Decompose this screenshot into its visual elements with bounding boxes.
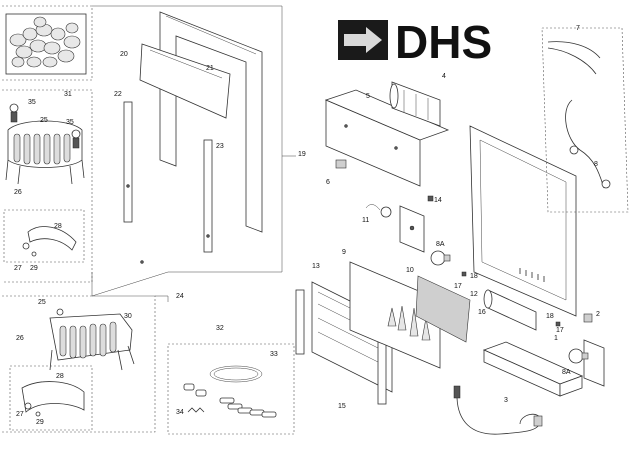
label-12: 12 — [470, 291, 478, 298]
label-27a: 27 — [14, 265, 22, 272]
label-2: 2 — [596, 311, 600, 318]
arrow-logo-icon — [338, 20, 388, 60]
fuel-bed-part-25 — [5, 103, 85, 185]
fan-motor-part-4 — [389, 81, 441, 127]
reflector-part-16 — [483, 289, 537, 331]
label-6: 6 — [326, 179, 330, 186]
label-8a-a: 8A — [436, 241, 445, 248]
lamp-part-8a — [430, 250, 451, 266]
label-9: 9 — [342, 249, 346, 256]
label-5: 5 — [366, 93, 370, 100]
label-29b: 29 — [36, 419, 44, 426]
label-1: 1 — [554, 335, 558, 342]
fixings-kit-part-32 — [167, 343, 295, 435]
flame-effect-part-10 — [415, 275, 471, 343]
ember-tray-part-28b — [9, 365, 93, 431]
heater-unit-part-5 — [324, 89, 450, 187]
ember-tray-part-28 — [3, 209, 85, 263]
label-17a: 17 — [454, 283, 462, 290]
label-34: 34 — [176, 409, 184, 416]
label-18b: 18 — [546, 313, 554, 320]
logo-text: DHS — [395, 16, 492, 68]
label-23: 23 — [216, 143, 224, 150]
label-4: 4 — [442, 73, 446, 80]
label-35b: 35 — [66, 119, 74, 126]
label-22: 22 — [114, 91, 122, 98]
label-26b: 26 — [16, 335, 24, 342]
label-33: 33 — [270, 351, 278, 358]
switch-part-6 — [335, 159, 347, 169]
label-20: 20 — [120, 51, 128, 58]
label-27b: 27 — [16, 411, 24, 418]
label-25a: 25 — [40, 117, 48, 124]
label-18a: 18 — [470, 273, 478, 280]
label-15: 15 — [338, 403, 346, 410]
fuel-bed-part-30 — [49, 308, 135, 371]
label-11: 11 — [362, 217, 369, 224]
label-31: 31 — [64, 91, 72, 98]
label-30: 30 — [124, 313, 132, 320]
label-29a: 29 — [30, 265, 38, 272]
label-14: 14 — [434, 197, 442, 204]
label-28a: 28 — [54, 223, 62, 230]
back-panel-part-9 — [349, 261, 441, 369]
label-13: 13 — [312, 263, 320, 270]
mains-lead-part-3 — [453, 385, 543, 435]
left-panel-outline — [2, 5, 296, 433]
label-21: 21 — [206, 65, 214, 72]
surround-frame-part-19 — [123, 11, 263, 264]
coals-part-31 — [5, 13, 87, 75]
label-8a-b: 8A — [562, 369, 571, 376]
wiring-harness-part-7 — [541, 27, 629, 213]
label-16: 16 — [478, 309, 486, 316]
lamp-part-8a-2 — [568, 348, 589, 364]
label-10: 10 — [406, 267, 414, 274]
micro-switch-part-2 — [583, 313, 593, 323]
label-8: 8 — [594, 161, 598, 168]
label-17b: 17 — [556, 327, 564, 334]
dhs-logo: DHS — [338, 16, 492, 68]
label-28b: 28 — [56, 373, 64, 380]
label-26a: 26 — [14, 189, 22, 196]
label-3: 3 — [504, 397, 508, 404]
label-32: 32 — [216, 325, 224, 332]
label-19: 19 — [298, 151, 306, 158]
chassis-body — [469, 125, 577, 317]
thermostat-part-11 — [365, 204, 392, 218]
label-7: 7 — [576, 25, 580, 32]
base-tray-part-1 — [482, 339, 605, 397]
clip-part-17 — [461, 271, 561, 327]
label-25b: 25 — [38, 299, 46, 306]
label-35a: 35 — [28, 99, 36, 106]
label-24: 24 — [176, 293, 184, 300]
control-board-part-14 — [399, 195, 434, 253]
